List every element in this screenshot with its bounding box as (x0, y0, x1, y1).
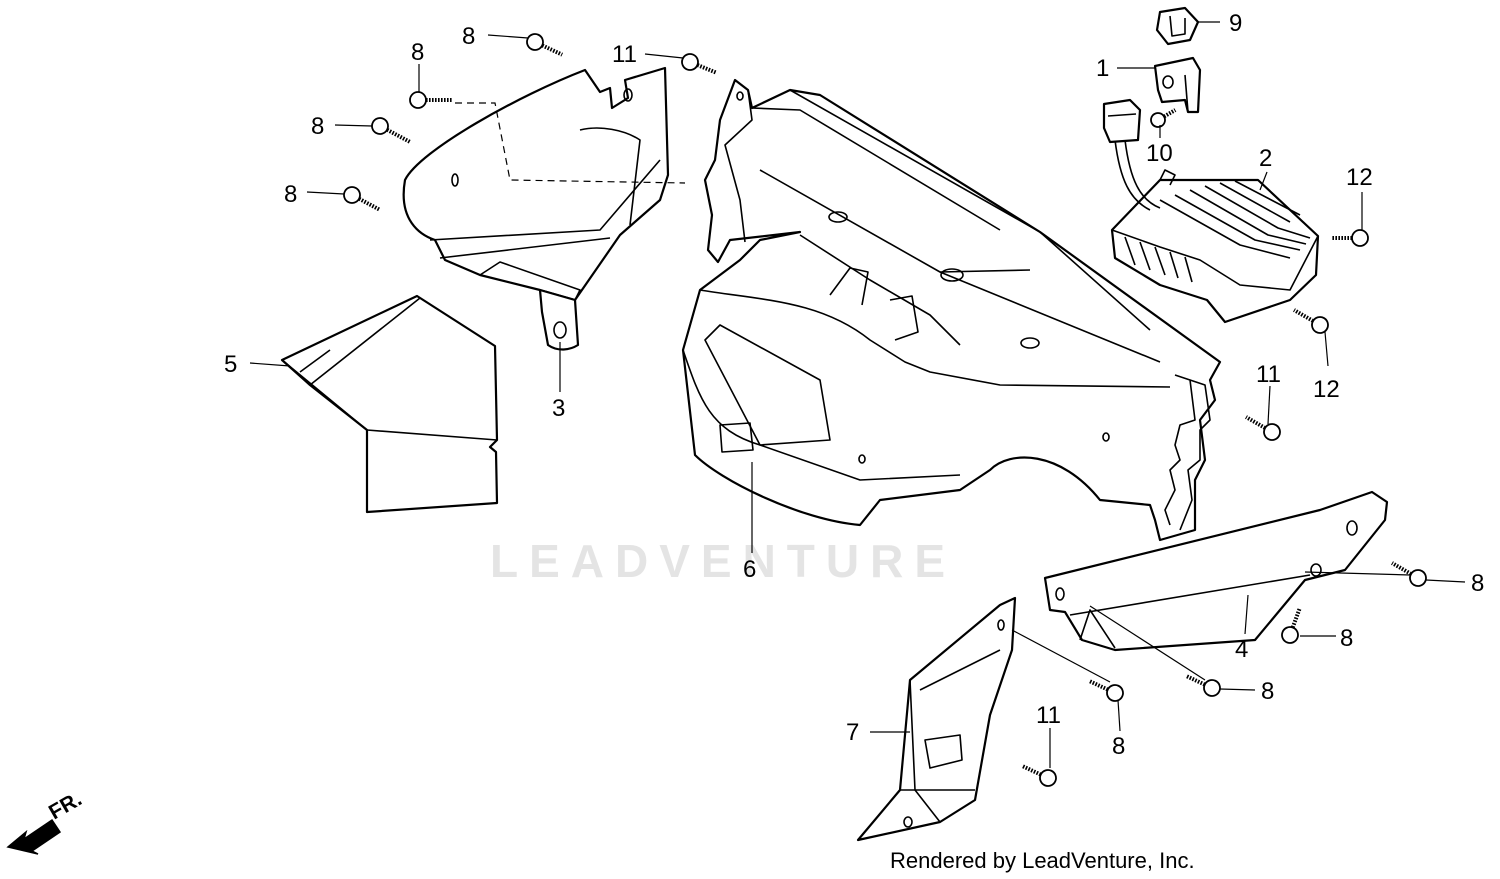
bolt-8-right-upper[interactable] (1388, 556, 1429, 589)
bolt-11-bottom[interactable] (1019, 759, 1058, 789)
callout-8f: 8 (1340, 625, 1353, 652)
arrow-icon (6, 818, 62, 855)
callout-5: 5 (224, 351, 237, 378)
callout-6: 6 (743, 556, 756, 583)
part-6-housing[interactable] (681, 78, 1222, 542)
part-2-regulator-rectifier[interactable] (1110, 169, 1320, 324)
front-direction-arrow: FR. (6, 787, 86, 855)
bolt-8-right-lower[interactable] (1183, 669, 1222, 699)
watermark: LEADVENTURE (490, 535, 956, 587)
part-5-cover[interactable] (280, 294, 499, 514)
callout-12a: 12 (1346, 164, 1373, 191)
callout-9: 9 (1229, 10, 1242, 37)
callout-8g: 8 (1261, 678, 1274, 705)
render-credit: Rendered by LeadVenture, Inc. (890, 848, 1195, 873)
callout-4: 4 (1235, 636, 1248, 663)
bolt-8-upper-left[interactable] (409, 91, 452, 109)
part-7-cover[interactable] (856, 596, 1017, 842)
callout-11a: 11 (612, 41, 637, 68)
callout-8d: 8 (284, 181, 297, 208)
callout-8e: 8 (1471, 570, 1484, 597)
callout-12b: 12 (1313, 376, 1340, 403)
part-4-cover[interactable] (1043, 490, 1389, 652)
callout-2: 2 (1259, 145, 1272, 172)
bolt-12-lower[interactable] (1290, 303, 1331, 336)
part-2-wire-harness (1102, 98, 1161, 211)
callout-10: 10 (1146, 140, 1173, 167)
bolt-8-top[interactable] (524, 31, 565, 62)
leader-lines (249, 21, 1466, 768)
bolt-12-upper[interactable] (1332, 229, 1369, 247)
part-9-clip[interactable] (1155, 6, 1200, 46)
callout-1: 1 (1096, 55, 1109, 82)
callout-3: 3 (552, 395, 565, 422)
bolt-10[interactable] (1148, 104, 1178, 130)
callout-7: 7 (846, 719, 859, 746)
callout-8c: 8 (311, 113, 324, 140)
bolt-11-top[interactable] (680, 52, 719, 80)
callout-11b: 11 (1256, 361, 1281, 388)
bolt-8-lower-left[interactable] (341, 184, 384, 217)
bolt-8-right-mid[interactable] (1280, 606, 1307, 645)
bolt-8-bottom-center[interactable] (1086, 674, 1125, 704)
callout-8b: 8 (411, 39, 424, 66)
part-3-hidden-line (455, 102, 686, 184)
direction-label: FR. (45, 787, 86, 824)
bolt-8-mid-left[interactable] (369, 115, 414, 149)
part-3-shroud[interactable] (402, 66, 670, 351)
bolt-11-right[interactable] (1242, 410, 1283, 443)
part-1-bracket[interactable] (1153, 56, 1202, 114)
callout-labels: 1 2 3 4 5 6 7 8 8 8 8 8 8 8 8 9 10 11 11… (224, 10, 1484, 760)
callout-8a: 8 (462, 23, 475, 50)
callout-11c: 11 (1036, 702, 1061, 729)
callout-8h: 8 (1112, 733, 1125, 760)
